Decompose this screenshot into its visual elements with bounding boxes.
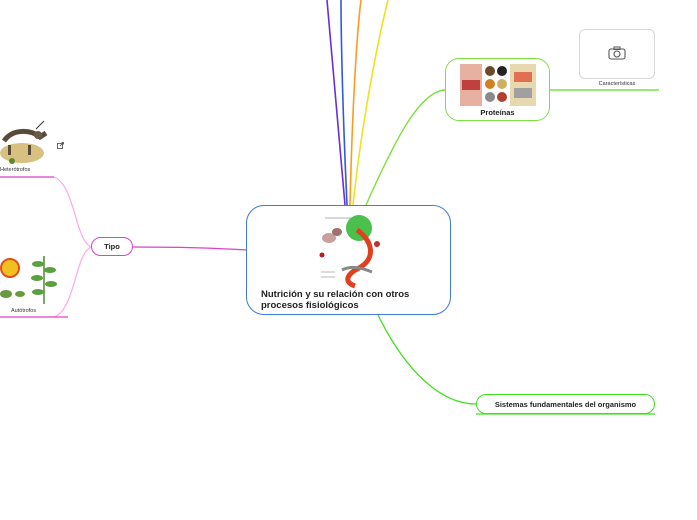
heterotrophs-image [0,120,48,164]
protein-foods-image [460,64,536,106]
tipo-node[interactable]: Tipo [91,237,133,256]
sistemas-node[interactable]: Sistemas fundamentales del organismo [476,394,655,414]
caracteristicas-image-placeholder[interactable] [579,29,655,79]
camera-icon [608,46,626,60]
proteinas-label: Proteínas [480,108,515,117]
caracteristicas-label[interactable]: Características [598,81,636,87]
autotrofos-label[interactable]: Autótrofos [11,308,37,314]
external-link-icon[interactable] [57,142,64,149]
central-topic-title: Nutrición y su relación con otros proces… [261,289,410,311]
central-topic-node[interactable]: Nutrición y su relación con otros proces… [246,205,451,315]
autotrophs-image [0,256,57,304]
digestive-system-image [319,215,380,289]
proteinas-node[interactable]: Proteínas [445,58,550,121]
heterotrofos-label[interactable]: Heterótrofos [0,167,31,173]
